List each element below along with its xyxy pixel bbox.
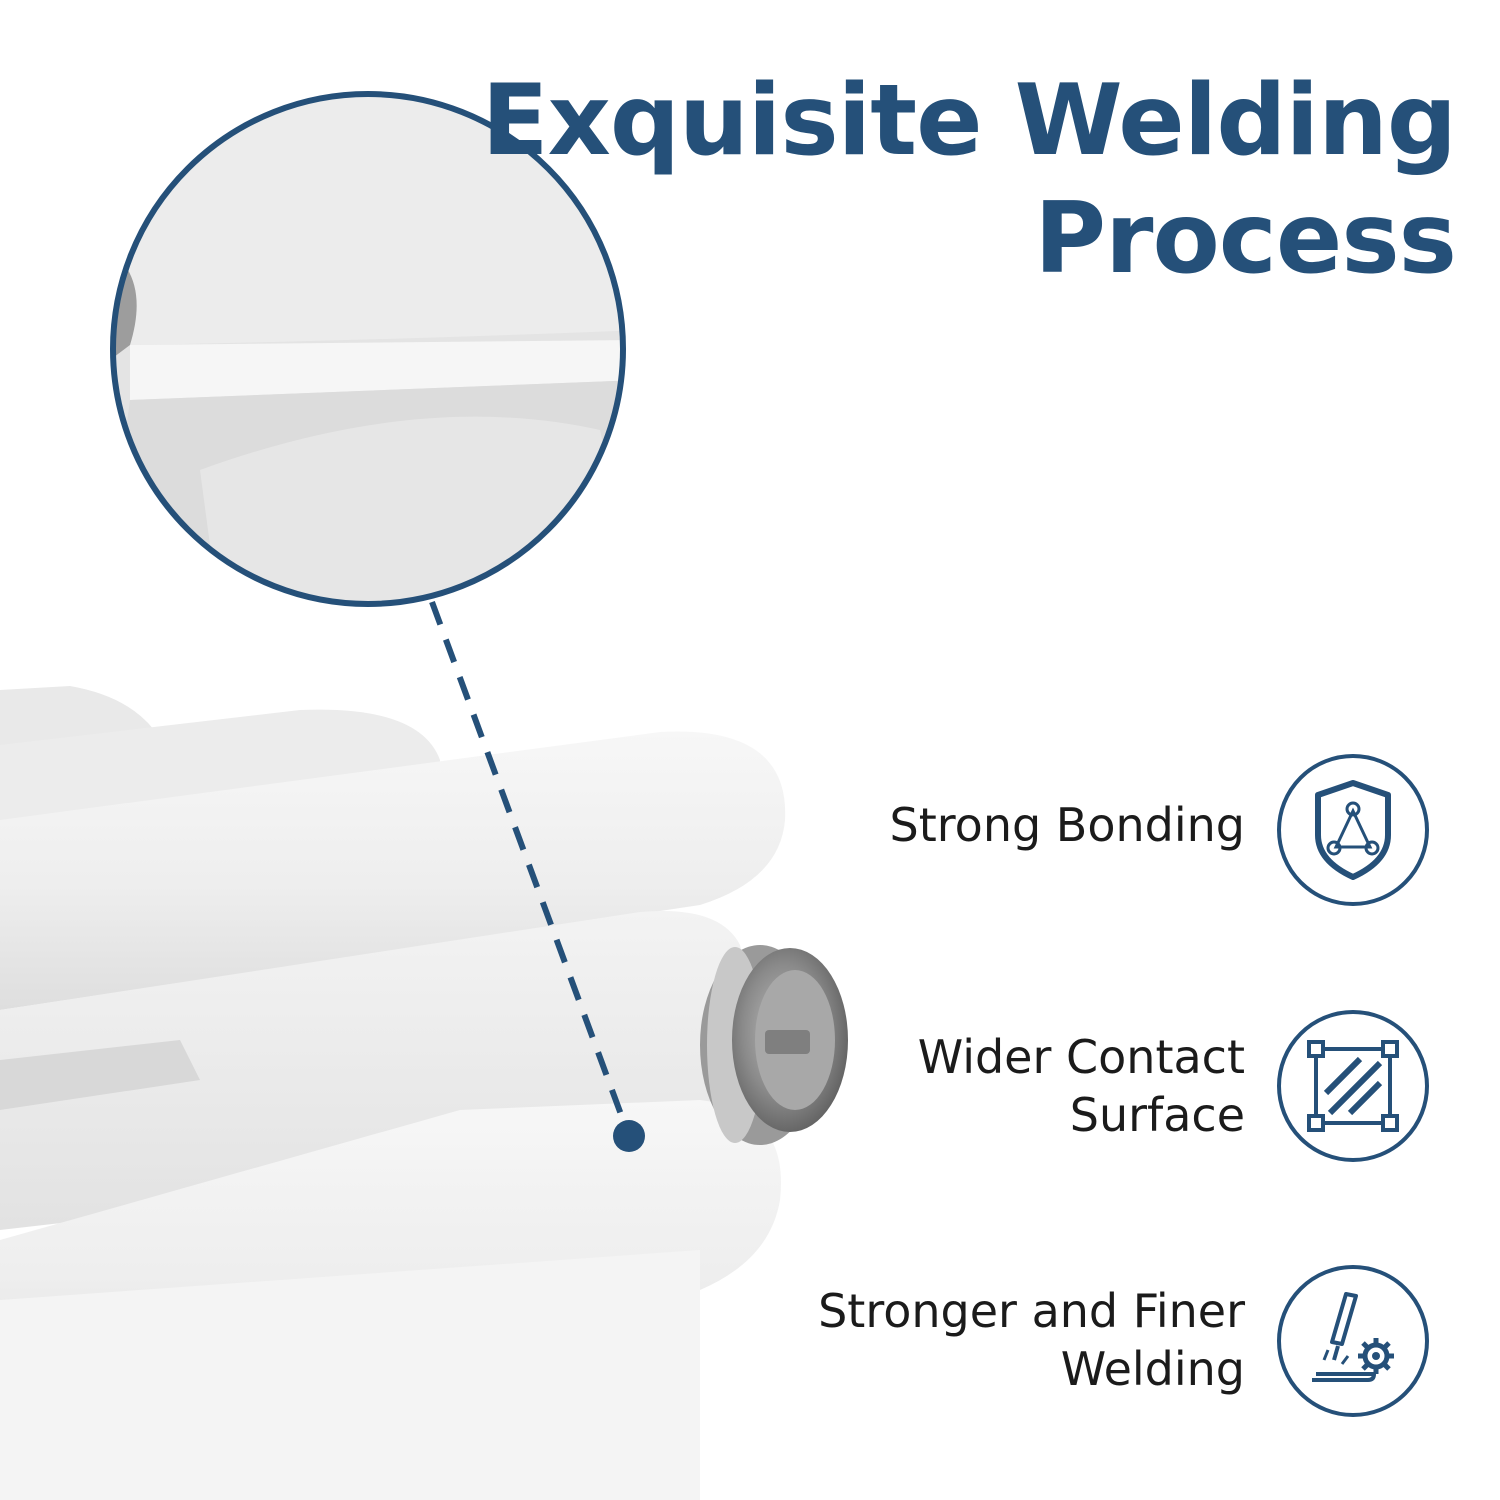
page-title: Exquisite Welding Process [456, 62, 1457, 298]
tube-gap-shadow [0, 1040, 200, 1110]
feature-label-line: Stronger and Finer [818, 1284, 1245, 1338]
tube-bottom-2 [0, 1250, 700, 1500]
feature-strong-bonding: Strong Bonding [645, 796, 1245, 854]
zoom-detail [113, 94, 623, 604]
welding-torch-gear-icon [1277, 1265, 1429, 1417]
title-line-1: Exquisite Welding [481, 64, 1457, 178]
feature-wider-contact: Wider Contact Surface [645, 1028, 1245, 1144]
leader-line [429, 600, 629, 1130]
leader-dot [613, 1120, 645, 1152]
zoom-circle-border [110, 91, 626, 607]
feature-label-line: Surface [1069, 1088, 1245, 1142]
tube-top [0, 731, 786, 1010]
feature-label-line: Welding [1060, 1342, 1245, 1396]
feature-label-line: Strong Bonding [889, 798, 1245, 852]
feature-stronger-welding: Stronger and Finer Welding [645, 1282, 1245, 1398]
shield-network-icon [1277, 754, 1429, 906]
title-line-2: Process [1034, 182, 1457, 296]
chrome-fitting [700, 945, 848, 1145]
feature-label-line: Wider Contact [917, 1030, 1245, 1084]
hatched-square-icon [1277, 1010, 1429, 1162]
